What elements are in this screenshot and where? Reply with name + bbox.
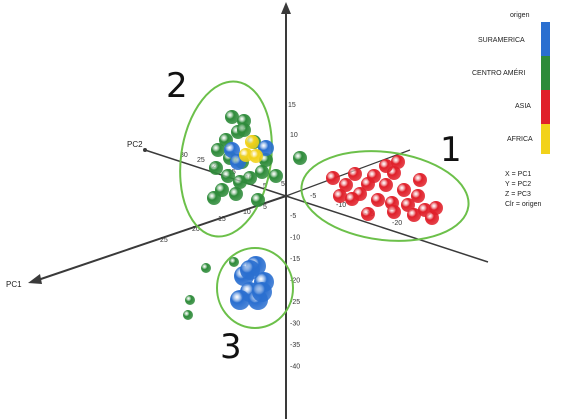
tick-pc1-15: 15	[218, 216, 226, 223]
pc1-arrow-head	[28, 274, 42, 284]
data-point-africa-2	[249, 149, 263, 163]
tick-pc1-25: 25	[160, 237, 168, 244]
data-point-centro-am-ri-14	[237, 123, 251, 137]
legend-item-suramerica: SURAMERICA	[478, 37, 525, 44]
axes: PC1 PC2	[6, 2, 489, 419]
legend-mapping-clr: Clr = origen	[505, 201, 541, 208]
data-point-africa-0	[245, 135, 259, 149]
tick-pc1-20: 20	[192, 226, 200, 233]
tick-pc3--30: -30	[290, 321, 300, 328]
legend-mapping-x: X = PC1	[505, 171, 531, 178]
tick-pc1-5: 5	[263, 204, 267, 211]
data-point-centro-am-ri-20	[251, 193, 265, 207]
tick-pc3--40: -40	[290, 364, 300, 371]
tick-pc2-30: 30	[180, 152, 188, 159]
tick-pc1-neg--20: -20	[392, 220, 402, 227]
data-point-centro-am-ri-11	[229, 187, 243, 201]
data-point-asia-6	[379, 178, 393, 192]
tick-pc3-15: 15	[288, 102, 296, 109]
legend-title: origen	[510, 12, 530, 19]
data-point-suramerica-7	[230, 290, 250, 310]
tick-pc3--25: -25	[290, 299, 300, 306]
tick-pc3--20: -20	[290, 278, 300, 285]
data-point-asia-2	[348, 167, 362, 181]
tick-pc3--35: -35	[290, 342, 300, 349]
data-point-centro-am-ri-7	[209, 161, 223, 175]
data-point-asia-17	[361, 207, 375, 221]
axis-pc2-negative	[285, 149, 411, 197]
data-point-asia-23	[429, 201, 443, 215]
data-point-centro-am-ri-21	[201, 263, 211, 273]
data-point-asia-0	[326, 171, 340, 185]
cluster-outline-asia	[300, 150, 470, 242]
data-point-centro-am-ri-24	[229, 257, 239, 267]
pc2-end-marker	[143, 148, 147, 152]
data-point-asia-16	[387, 205, 401, 219]
cluster-label-asia: 1	[440, 130, 462, 170]
axis-pc1	[31, 195, 287, 283]
legend-swatch-centro	[541, 56, 550, 90]
data-point-suramerica-9	[240, 260, 260, 280]
tick-labels: 51015-5-10-15-20-25-30-35-40510152025510…	[160, 102, 402, 371]
data-point-asia-15	[407, 208, 421, 222]
data-point-asia-9	[371, 193, 385, 207]
data-point-centro-am-ri-12	[243, 171, 257, 185]
data-point-suramerica-10	[252, 282, 272, 302]
tick-pc1-neg--5: -5	[310, 193, 316, 200]
legend-mapping-y: Y = PC2	[505, 181, 531, 188]
legend-item-africa: AFRICA	[507, 136, 533, 143]
tick-pc1-10: 10	[243, 209, 251, 216]
tick-pc1-neg--10: -10	[336, 202, 346, 209]
data-point-asia-1	[339, 178, 353, 192]
data-point-asia-8	[397, 183, 411, 197]
tick-pc3--10: -10	[290, 235, 300, 242]
data-point-asia-22	[413, 173, 427, 187]
legend-swatch-suramerica	[541, 22, 550, 56]
legend-swatch-asia	[541, 90, 550, 124]
data-point-centro-am-ri-18	[293, 151, 307, 165]
cluster-outline-sur	[216, 247, 294, 329]
legend-item-centro: CENTRO AMÉRI	[472, 68, 525, 77]
data-point-suramerica-0	[224, 142, 240, 158]
pc2-axis-name: PC2	[127, 140, 143, 149]
data-point-centro-am-ri-8	[221, 169, 235, 183]
cluster-label-centro: 2	[166, 66, 188, 106]
data-point-centro-am-ri-19	[269, 169, 283, 183]
data-point-centro-am-ri-17	[207, 191, 221, 205]
legend-swatch-africa	[541, 124, 550, 154]
tick-pc3--15: -15	[290, 256, 300, 263]
data-point-centro-am-ri-23	[183, 310, 193, 320]
data-point-centro-am-ri-22	[185, 295, 195, 305]
data-point-centro-am-ri-0	[225, 110, 239, 124]
tick-pc3-10: 10	[290, 132, 298, 139]
data-point-centro-am-ri-4	[211, 143, 225, 157]
data-point-asia-18	[345, 192, 359, 206]
cluster-labels: 1 2 3	[166, 66, 462, 367]
data-points	[183, 110, 443, 320]
data-point-asia-12	[411, 189, 425, 203]
pc3-arrow-head	[281, 2, 291, 14]
data-point-asia-5	[367, 169, 381, 183]
tick-pc3--5: -5	[290, 213, 296, 220]
data-point-asia-20	[391, 155, 405, 169]
legend-mapping-z: Z = PC3	[505, 191, 531, 198]
legend: origen SURAMERICA CENTRO AMÉRI ASIA AFRI…	[472, 12, 550, 208]
cluster-label-sur: 3	[220, 327, 242, 367]
pc1-axis-name: PC1	[6, 280, 22, 289]
axis-pc1-negative	[285, 195, 489, 263]
legend-item-asia: ASIA	[515, 103, 531, 110]
tick-pc3-5: 5	[281, 181, 285, 188]
data-point-asia-21	[333, 189, 347, 203]
tick-pc2-25: 25	[197, 157, 205, 164]
data-point-centro-am-ri-13	[255, 165, 269, 179]
data-point-asia-19	[379, 159, 393, 173]
data-point-suramerica-1	[258, 140, 274, 156]
